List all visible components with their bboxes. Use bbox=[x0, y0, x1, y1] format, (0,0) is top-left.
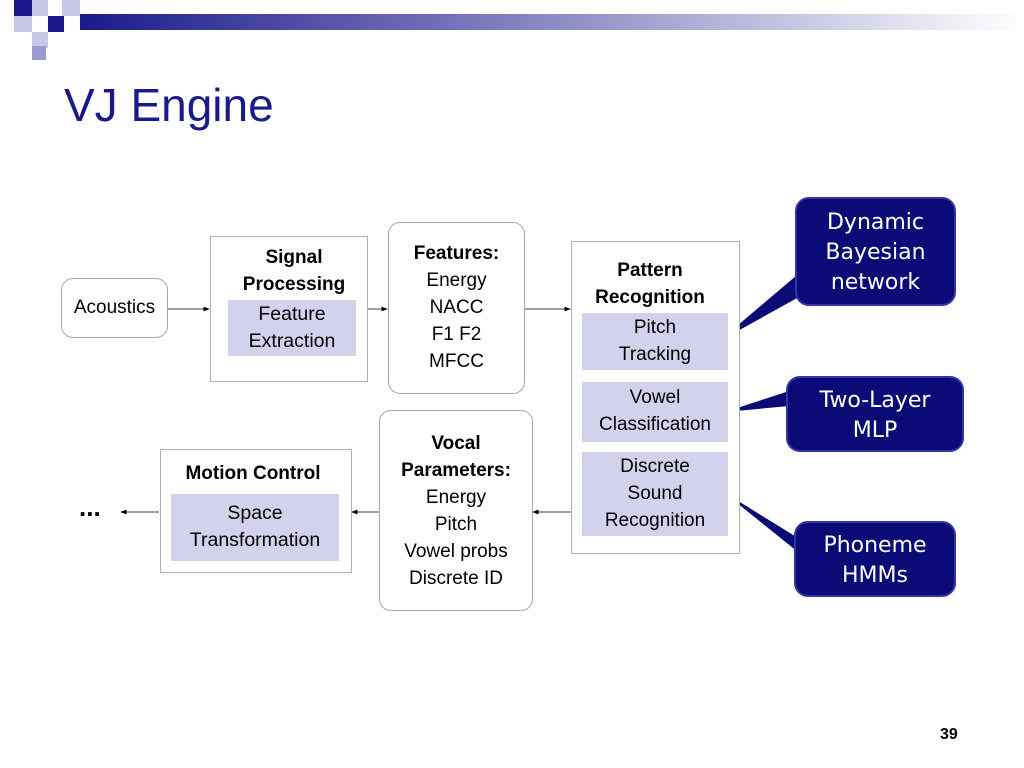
callout-dbn-line-3: network bbox=[830, 270, 921, 295]
pitch-tracking-box bbox=[582, 313, 728, 370]
callout-dbn-line-1: Dynamic bbox=[826, 210, 925, 235]
features-item: Energy bbox=[426, 270, 487, 291]
features-item: F1 F2 bbox=[431, 324, 482, 345]
space-transformation-box bbox=[171, 494, 339, 561]
callout-mlp-line-2: MLP bbox=[852, 418, 898, 443]
feature-extraction-line-2: Extraction bbox=[248, 330, 336, 352]
vocal-parameters-node bbox=[379, 410, 533, 611]
features-title: Features: bbox=[413, 243, 500, 264]
corner-square-3 bbox=[62, 0, 80, 16]
space-transformation-line-1: Space bbox=[227, 502, 283, 524]
callout-dbn bbox=[795, 197, 956, 306]
corner-square-7 bbox=[32, 46, 46, 60]
discrete-sound-line-3: Recognition bbox=[604, 510, 706, 531]
callout-dbn-line-2: Bayesian bbox=[825, 240, 926, 265]
vowel-classification-box bbox=[582, 382, 728, 442]
callout-tail-mlp bbox=[725, 391, 789, 412]
features-item: MFCC bbox=[429, 351, 484, 372]
pattern-recognition-title-1: Pattern bbox=[617, 260, 683, 281]
discrete-sound-line-2: Sound bbox=[627, 483, 683, 504]
callout-hmm bbox=[794, 521, 956, 597]
motion-control-title: Motion Control bbox=[185, 463, 321, 484]
slide-title: VJ Engine bbox=[64, 79, 274, 131]
corner-square-1 bbox=[14, 0, 32, 16]
space-transformation-line-2: Transformation bbox=[189, 529, 321, 551]
acoustics-node bbox=[61, 278, 168, 338]
vocal-parameters-item: Pitch bbox=[434, 514, 478, 535]
corner-square-6 bbox=[32, 32, 48, 48]
callout-tail-hmm bbox=[722, 491, 798, 552]
pattern-recognition-title-2: Recognition bbox=[595, 287, 705, 308]
vowel-classification-line-2: Classification bbox=[599, 414, 711, 435]
corner-square-4 bbox=[14, 16, 32, 32]
continuation-ellipsis: ... bbox=[79, 492, 101, 522]
callout-hmm-line-1: Phoneme bbox=[823, 533, 927, 558]
feature-extraction-box bbox=[228, 300, 356, 356]
callout-mlp-line-1: Two-Layer bbox=[819, 388, 931, 413]
callout-mlp bbox=[786, 376, 964, 452]
vowel-classification-line-1: Vowel bbox=[629, 387, 681, 408]
discrete-sound-recognition-box bbox=[582, 452, 728, 536]
signal-processing-title-1: Signal bbox=[265, 247, 323, 268]
corner-square-5 bbox=[48, 16, 64, 32]
page-number: 39 bbox=[940, 726, 958, 743]
vocal-parameters-title-1: Vocal bbox=[431, 433, 481, 454]
signal-processing-title-2: Processing bbox=[242, 274, 346, 295]
vocal-parameters-title-2: Parameters: bbox=[401, 460, 511, 481]
vocal-parameters-item: Discrete ID bbox=[409, 568, 503, 589]
pitch-tracking-line-1: Pitch bbox=[633, 317, 677, 338]
vocal-parameters-item: Energy bbox=[425, 487, 487, 508]
discrete-sound-line-1: Discrete bbox=[620, 456, 690, 477]
title-gradient-bar bbox=[80, 14, 1024, 30]
vocal-parameters-item: Vowel probs bbox=[404, 541, 508, 562]
pitch-tracking-line-2: Tracking bbox=[618, 344, 692, 365]
features-node bbox=[388, 222, 525, 394]
feature-extraction-line-1: Feature bbox=[258, 303, 326, 325]
acoustics-label: Acoustics bbox=[73, 297, 156, 318]
callout-hmm-line-2: HMMs bbox=[842, 563, 908, 588]
corner-square-2 bbox=[32, 0, 48, 16]
features-item: NACC bbox=[429, 297, 484, 318]
